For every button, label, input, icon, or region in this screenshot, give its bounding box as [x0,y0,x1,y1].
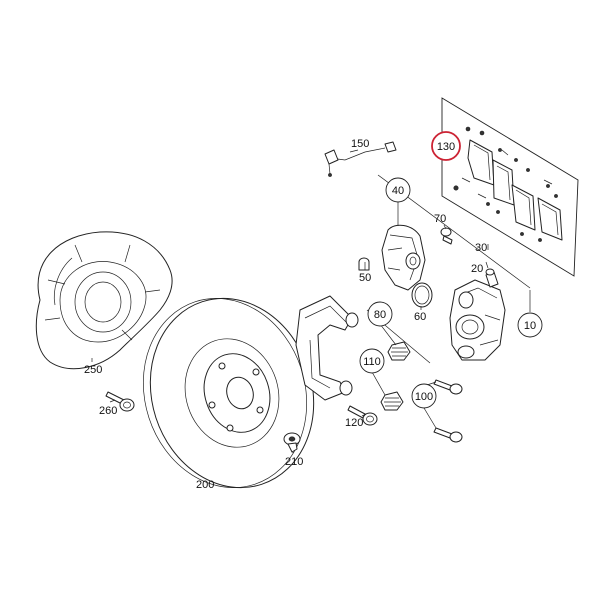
seal-ring[interactable] [411,282,433,308]
cap-50[interactable] [358,257,370,271]
callout-label-10: 10 [524,320,536,332]
callout-label-130: 130 [437,141,455,153]
callout-label-110: 110 [363,356,381,368]
label-260: 260 [99,405,117,417]
callout-label-40: 40 [392,185,404,197]
bleeder-screw[interactable] [485,268,499,288]
bolt-110-upper[interactable] [387,341,411,361]
callout-40[interactable]: 40 [385,177,411,203]
label-200: 200 [196,479,214,491]
bolt-120[interactable] [347,405,378,426]
label-210: 210 [285,456,303,468]
callout-label-100: 100 [415,391,433,403]
label-20: 20 [471,263,483,275]
brake-caliper[interactable] [449,279,506,361]
label-30: 30 [475,242,487,254]
callout-label-80: 80 [374,309,386,321]
caliper-carrier[interactable] [295,295,359,401]
dust-shield[interactable] [35,231,173,370]
brake-pad-kit-panel[interactable] [441,97,579,277]
bolt-100-upper[interactable] [433,379,463,395]
label-50: 50 [359,272,371,284]
caliper-bracket[interactable] [381,224,426,291]
label-150: 150 [351,138,369,150]
wear-sensor[interactable] [324,141,397,177]
bolt-100-lower[interactable] [433,427,463,443]
bolt-210[interactable] [283,432,301,453]
label-120: 120 [345,417,363,429]
bolt-260[interactable] [105,391,135,412]
label-70: 70 [434,213,446,225]
bolt-110-lower[interactable] [380,391,404,411]
callout-130-highlight[interactable]: 130 [431,131,461,161]
label-250: 250 [84,364,102,376]
callout-80[interactable]: 80 [367,301,393,327]
label-60: 60 [414,311,426,323]
bolt-70[interactable] [440,227,453,245]
callout-10[interactable]: 10 [517,312,543,338]
callout-110[interactable]: 110 [359,348,385,374]
callout-100[interactable]: 100 [411,383,437,409]
